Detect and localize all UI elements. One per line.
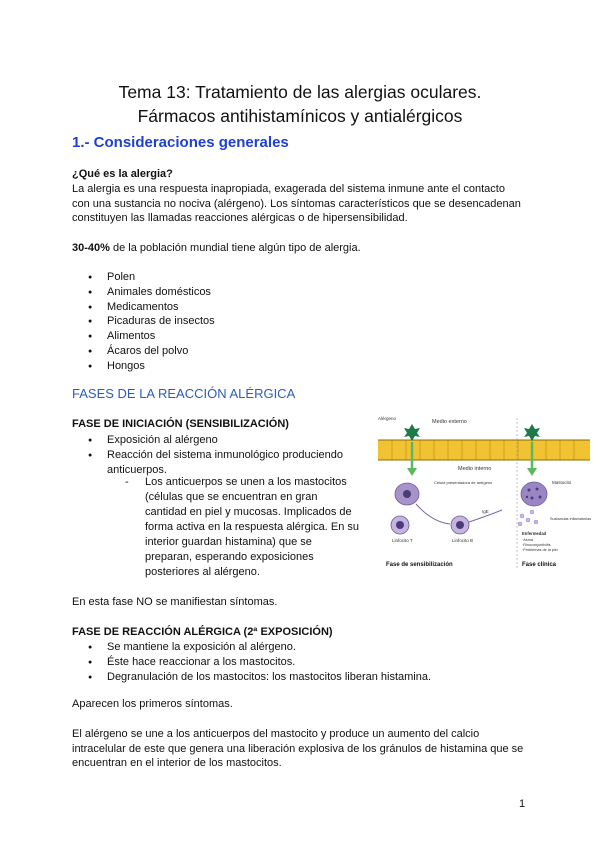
sub-line: forma activa en la respuesta alérgica. E… (145, 521, 360, 533)
phase1-note: En esta fase NO se manifiestan síntomas. (72, 596, 278, 608)
arrow-b-to-ige (468, 509, 503, 523)
list-item: Reacción del sistema inmunológico produc… (88, 448, 343, 464)
epithelium-band (378, 440, 590, 460)
apc-nucleus (403, 490, 411, 498)
allergy-phases-figure: Alérgeno Medio externo Medio interno Cél… (372, 412, 594, 572)
section-heading-general: 1.- Consideraciones generales (72, 134, 289, 151)
arrow-apc-to-b (415, 503, 451, 525)
definition-paragraph: La alergia es una respuesta inapropiada,… (72, 182, 521, 226)
section-heading-phases: FASES DE LA REACCIÓN ALÉRGICA (72, 386, 296, 401)
mastocyte-icon (520, 481, 548, 507)
label-alergeno: Alérgeno (378, 416, 397, 421)
label-linfocito-b: Linfocito B (452, 538, 473, 543)
disease-item: ·Rinoconjuntivitis (522, 543, 551, 547)
disease-item: ·Asma (522, 538, 534, 542)
definition-line: La alergia es una respuesta inapropiada,… (72, 183, 505, 195)
sub-line: preparan, esperando exposiciones (145, 551, 314, 563)
disease-item: ·Problemas de la piel (522, 548, 558, 552)
allergen-icon (404, 424, 540, 441)
title-line-2: Fármacos antihistamínicos y antialérgico… (137, 106, 463, 126)
list-item: Éste hace reaccionar a los mastocitos. (88, 655, 431, 671)
label-celula: Célula presentadora de antígeno (434, 480, 493, 485)
statistic-text: de la población mundial tiene algún tipo… (109, 242, 361, 254)
document-title: Tema 13: Tratamiento de las alergias ocu… (60, 80, 540, 128)
list-item: Se mantiene la exposición al alérgeno. (88, 640, 431, 656)
inflammatory-particles (517, 509, 539, 527)
label-fase-clinica: Fase clínica (522, 562, 557, 568)
list-item: Animales domésticos (88, 285, 215, 301)
question-heading: ¿Qué es la alergia? (72, 168, 173, 180)
list-item: Exposición al alérgeno (88, 433, 343, 449)
list-item: Alimentos (88, 329, 215, 345)
list-item-continuation: anticuerpos. (107, 463, 167, 476)
list-item: Picaduras de insectos (88, 314, 215, 330)
phase2-note: Aparecen los primeros síntomas. (72, 698, 233, 710)
dash-marker: - (125, 476, 129, 488)
definition-line: constituyen las llamadas reacciones alér… (72, 212, 408, 225)
definition-line: con una sustancia no nociva (alérgeno). … (72, 197, 521, 210)
statistic-paragraph: 30-40% de la población mundial tiene alg… (72, 241, 361, 256)
allergen-list: Polen Animales domésticos Medicamentos P… (88, 270, 215, 374)
title-line-1: Tema 13: Tratamiento de las alergias ocu… (118, 82, 482, 102)
list-item: Hongos (88, 359, 215, 375)
label-medio-interno: Medio interno (458, 466, 491, 472)
sub-line: (células que se encuentran en gran (145, 491, 318, 503)
mastocyte-description: Los anticuerpos se unen a los mastocitos… (145, 475, 370, 580)
label-sustancias: Sustancias inflamatorias (550, 517, 591, 521)
list-item: Polen (88, 270, 215, 286)
sub-line: interior guardan histamina) que se (145, 536, 312, 548)
mastocyte-granules (525, 487, 542, 500)
b-lymphocyte-nucleus (456, 521, 464, 529)
label-fase-sensibilizacion: Fase de sensibilización (386, 562, 453, 568)
arrow-icon (407, 442, 537, 476)
epithelium-cells (391, 440, 575, 460)
list-item: Medicamentos (88, 300, 215, 316)
phase2-title: FASE DE REACCIÓN ALÉRGICA (2ª EXPOSICIÓN… (72, 626, 333, 638)
sub-line: posteriores al alérgeno. (145, 566, 260, 578)
label-enfermedad: Enfermedad (522, 531, 547, 536)
statistic-percent: 30-40% (72, 242, 110, 254)
closing-paragraph: El alérgeno se une a los anticuerpos del… (72, 727, 523, 771)
sub-line: Los anticuerpos se unen a los mastocitos (145, 476, 347, 488)
phase1-list: Exposición al alérgeno Reacción del sist… (88, 433, 343, 477)
sub-line: cantidad en piel y mucosas. Implicados d… (145, 506, 352, 518)
list-item: Ácaros del polvo (88, 344, 215, 360)
list-item: Degranulación de los mastocitos: los mas… (88, 670, 431, 686)
label-medio-externo: Medio externo (432, 419, 467, 425)
label-mastocito: Mastocito (552, 480, 572, 485)
t-lymphocyte-nucleus (396, 521, 404, 529)
phase1-title: FASE DE INICIACIÓN (SENSIBILIZACIÓN) (72, 418, 289, 430)
closing-line: encuentran en el interior de los mastoci… (72, 757, 282, 770)
closing-line: intracelular de este que genera una libe… (72, 742, 524, 755)
label-linfocito-t: Linfocito T (392, 538, 413, 543)
phase2-list: Se mantiene la exposición al alérgeno. É… (88, 640, 431, 686)
page-number: 1 (519, 798, 526, 810)
label-ige: IgE (482, 509, 489, 514)
closing-line: El alérgeno se une a los anticuerpos del… (72, 728, 480, 740)
